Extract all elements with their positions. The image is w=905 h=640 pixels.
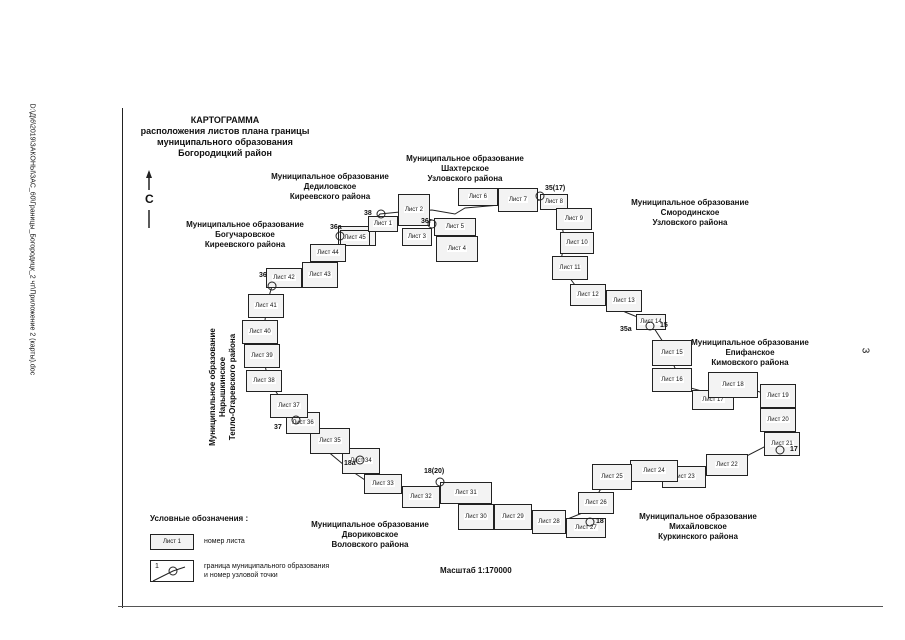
sheet-11: Лист 11 [552, 256, 588, 280]
sheet-7: Лист 7 [498, 188, 538, 212]
node-35-17: 35(17) [545, 185, 566, 192]
node-38: 38 [364, 210, 372, 217]
sheet-31: Лист 31 [440, 482, 492, 504]
node-36a: 36а [330, 224, 342, 231]
node-36: 36 [259, 272, 267, 279]
node-35a: 35а [620, 326, 632, 333]
sheet-9: Лист 9 [556, 208, 592, 230]
sheet-29: Лист 29 [494, 504, 532, 530]
sheet-20: Лист 20 [760, 408, 796, 432]
sheet-3: Лист 3 [402, 228, 432, 246]
legend-node-sample: 1 [150, 560, 194, 582]
title-line-2: расположения листов плана границы [140, 126, 310, 136]
sheet-26: Лист 26 [578, 492, 614, 514]
title-line-3: муниципального образования [157, 137, 293, 147]
sheet-6: Лист 6 [458, 188, 498, 206]
sheet-45: Лист 45 [340, 230, 370, 246]
sheet-27: Лист 27 [566, 518, 606, 538]
frame-left-line [122, 108, 123, 608]
sheet-1: Лист 1 [368, 216, 398, 232]
sheet-19: Лист 19 [760, 384, 796, 408]
sheet-40: Лист 40 [242, 320, 278, 344]
sheet-10: Лист 10 [560, 232, 594, 254]
sheet-15: Лист 15 [652, 340, 692, 366]
sheet-2: Лист 2 [398, 194, 430, 226]
north-arrow-icon [142, 170, 156, 230]
sheet-22: Лист 22 [706, 454, 748, 476]
sheet-12: Лист 12 [570, 284, 606, 306]
sheet-39: Лист 39 [244, 344, 280, 368]
map-title: КАРТОГРАММА расположения листов плана гр… [130, 115, 320, 159]
sheet-8: Лист 8 [540, 194, 568, 210]
node-36g: 36г [421, 218, 432, 225]
sheet-43: Лист 43 [302, 262, 338, 288]
title-line-4: Богородицкий район [178, 148, 272, 158]
node-18: 18 [596, 518, 604, 525]
node-18a: 18а [344, 460, 356, 467]
sheet-4: Лист 4 [436, 236, 478, 262]
sheet-37: Лист 37 [270, 394, 308, 418]
node-37: 37 [274, 424, 282, 431]
frame-bottom-line [118, 606, 883, 607]
sheet-28: Лист 28 [532, 510, 566, 534]
north-label: С [145, 192, 154, 206]
node-18-20: 18(20) [424, 468, 445, 475]
sheet-41: Лист 41 [248, 294, 284, 318]
sheet-13: Лист 13 [606, 290, 642, 312]
sheet-32: Лист 32 [402, 486, 440, 508]
node-17: 17 [790, 446, 798, 453]
sheet-25: Лист 25 [592, 464, 632, 490]
title-line-1: КАРТОГРАММА [190, 115, 260, 125]
legend-sheet-sample: Лист 1 [150, 534, 194, 550]
sheet-5: Лист 5 [434, 218, 476, 236]
map-scale: Масштаб 1:170000 [440, 566, 512, 575]
sheet-44: Лист 44 [310, 244, 346, 262]
node-15: 15 [660, 322, 668, 329]
sheet-38b: Лист 38 [246, 370, 282, 392]
sheet-21: Лист 21 [764, 432, 800, 456]
sheet-18: Лист 18 [708, 372, 758, 398]
sheet-33: Лист 33 [364, 474, 402, 494]
legend-title: Условные обозначения : [150, 514, 249, 523]
sheet-30: Лист 30 [458, 504, 494, 530]
sheet-16: Лист 16 [652, 368, 692, 392]
legend-sheet-desc: номер листа [204, 538, 245, 545]
